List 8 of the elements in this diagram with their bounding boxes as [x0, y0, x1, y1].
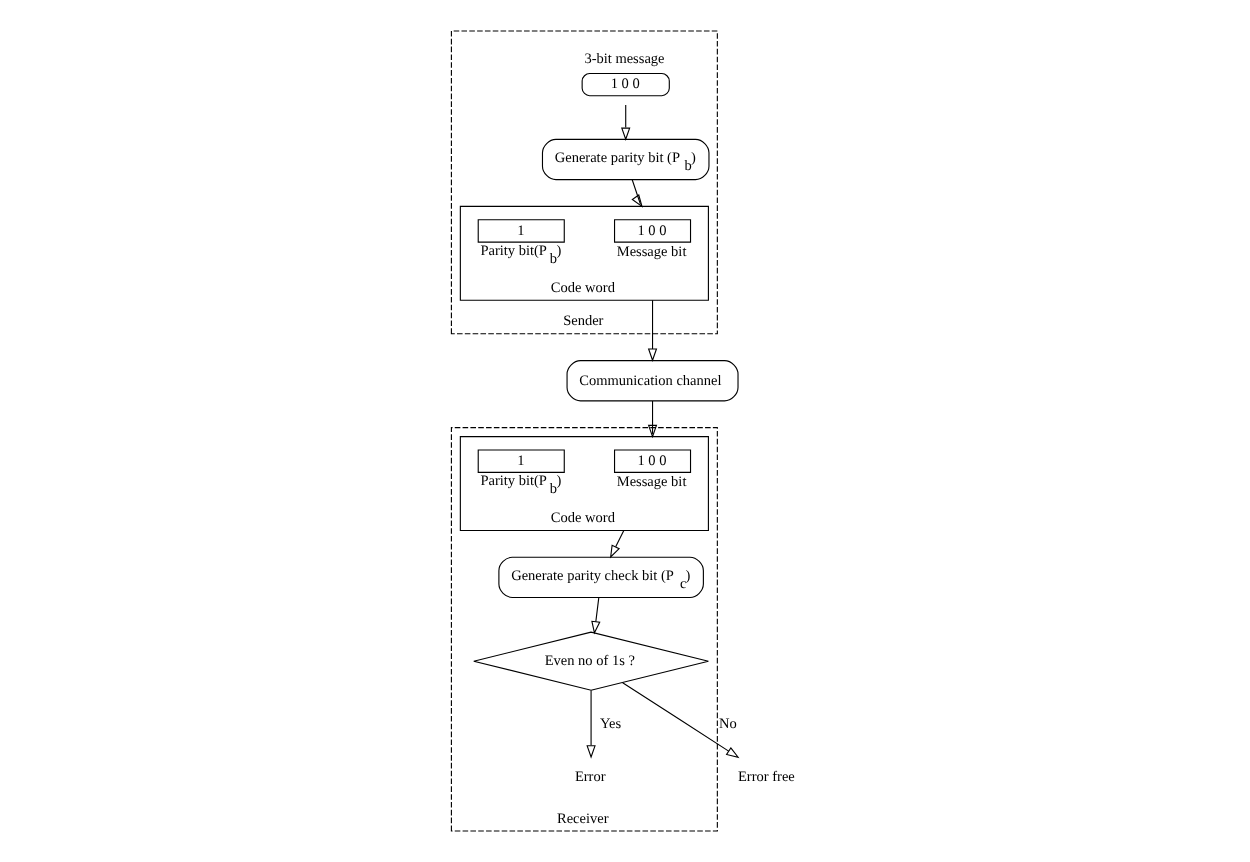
arrow [630, 179, 642, 208]
arrow [646, 400, 657, 439]
arrow [646, 299, 657, 362]
arrow [608, 529, 624, 559]
arrow [590, 597, 600, 635]
arrow [621, 682, 739, 759]
arrow [620, 104, 630, 141]
arrow [585, 689, 595, 759]
